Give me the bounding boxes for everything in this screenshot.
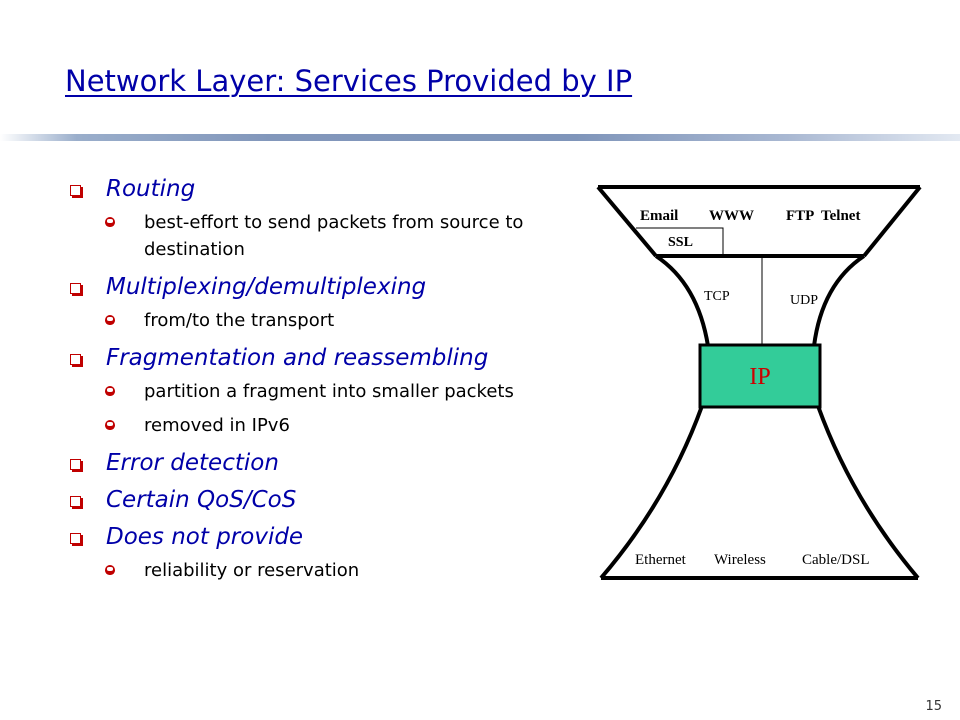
- link-wireless: Wireless: [714, 552, 766, 568]
- bullet-error-detection: Error detection: [68, 448, 598, 478]
- sub-bullet-icon: [105, 420, 115, 430]
- sub-bullet-ipv6: removed in IPv6: [68, 412, 598, 439]
- bullet-list: Routing best-effort to send packets from…: [68, 174, 598, 593]
- udp-label: UDP: [790, 293, 818, 308]
- link-ethernet: Ethernet: [635, 552, 687, 568]
- sub-bullet-reliability: reliability or reservation: [68, 557, 598, 584]
- bullet-text: Routing: [106, 176, 196, 202]
- sub-bullet-text: from/to the transport: [144, 310, 335, 331]
- link-right-curve: [816, 405, 920, 580]
- sub-bullet-text: removed in IPv6: [144, 415, 290, 436]
- slide-title: Network Layer: Services Provided by IP: [65, 64, 633, 98]
- sub-bullet-icon: [105, 565, 115, 575]
- sub-bullet-best-effort: best-effort to send packets from source …: [68, 209, 598, 263]
- bullet-text: Certain QoS/CoS: [106, 487, 297, 513]
- sub-bullet-transport: from/to the transport: [68, 307, 598, 334]
- bullet-square-icon: [70, 459, 83, 472]
- bullet-text: Does not provide: [106, 524, 304, 550]
- sub-bullet-icon: [105, 217, 115, 227]
- bullet-square-icon: [70, 354, 83, 367]
- bullet-square-icon: [70, 533, 83, 546]
- bullet-fragmentation: Fragmentation and reassembling: [68, 343, 598, 373]
- bullet-does-not-provide: Does not provide: [68, 522, 598, 552]
- bullet-text: Fragmentation and reassembling: [106, 345, 489, 371]
- bullet-multiplexing: Multiplexing/demultiplexing: [68, 272, 598, 302]
- ip-box: [698, 343, 822, 409]
- app-telnet: Telnet: [821, 208, 860, 224]
- title-divider: [0, 134, 960, 141]
- bullet-square-icon: [70, 185, 83, 198]
- bullet-routing: Routing: [68, 174, 598, 204]
- transport-right-curve: [812, 254, 866, 347]
- bullet-qos: Certain QoS/CoS: [68, 485, 598, 515]
- bullet-square-icon: [70, 496, 83, 509]
- app-email: Email: [640, 208, 678, 224]
- sub-bullet-partition: partition a fragment into smaller packet…: [68, 378, 598, 405]
- sub-bullet-text: partition a fragment into smaller packet…: [144, 381, 514, 402]
- app-ftp: FTP: [786, 208, 814, 224]
- app-www: WWW: [709, 208, 754, 224]
- ip-label: IP: [749, 364, 770, 390]
- sub-bullet-text: reliability or reservation: [144, 560, 360, 581]
- top-left-edge: [596, 185, 658, 258]
- ssl-box: [636, 227, 724, 254]
- sub-bullet-icon: [105, 315, 115, 325]
- transport-left-curve: [654, 254, 710, 347]
- sub-bullet-text: best-effort to send packets from source …: [144, 212, 524, 260]
- bullet-square-icon: [70, 283, 83, 296]
- bullet-text: Error detection: [106, 450, 279, 476]
- hourglass-diagram: Email WWW FTP Telnet SSL TCP UDP IP Ethe…: [596, 185, 922, 580]
- tcp-label: TCP: [704, 289, 730, 304]
- top-right-edge: [862, 185, 922, 258]
- sub-bullet-icon: [105, 386, 115, 396]
- link-cable: Cable/DSL: [802, 552, 870, 568]
- page-number: 15: [925, 699, 942, 714]
- ssl-label: SSL: [668, 235, 693, 250]
- bullet-text: Multiplexing/demultiplexing: [106, 274, 427, 300]
- link-left-curve: [599, 405, 704, 580]
